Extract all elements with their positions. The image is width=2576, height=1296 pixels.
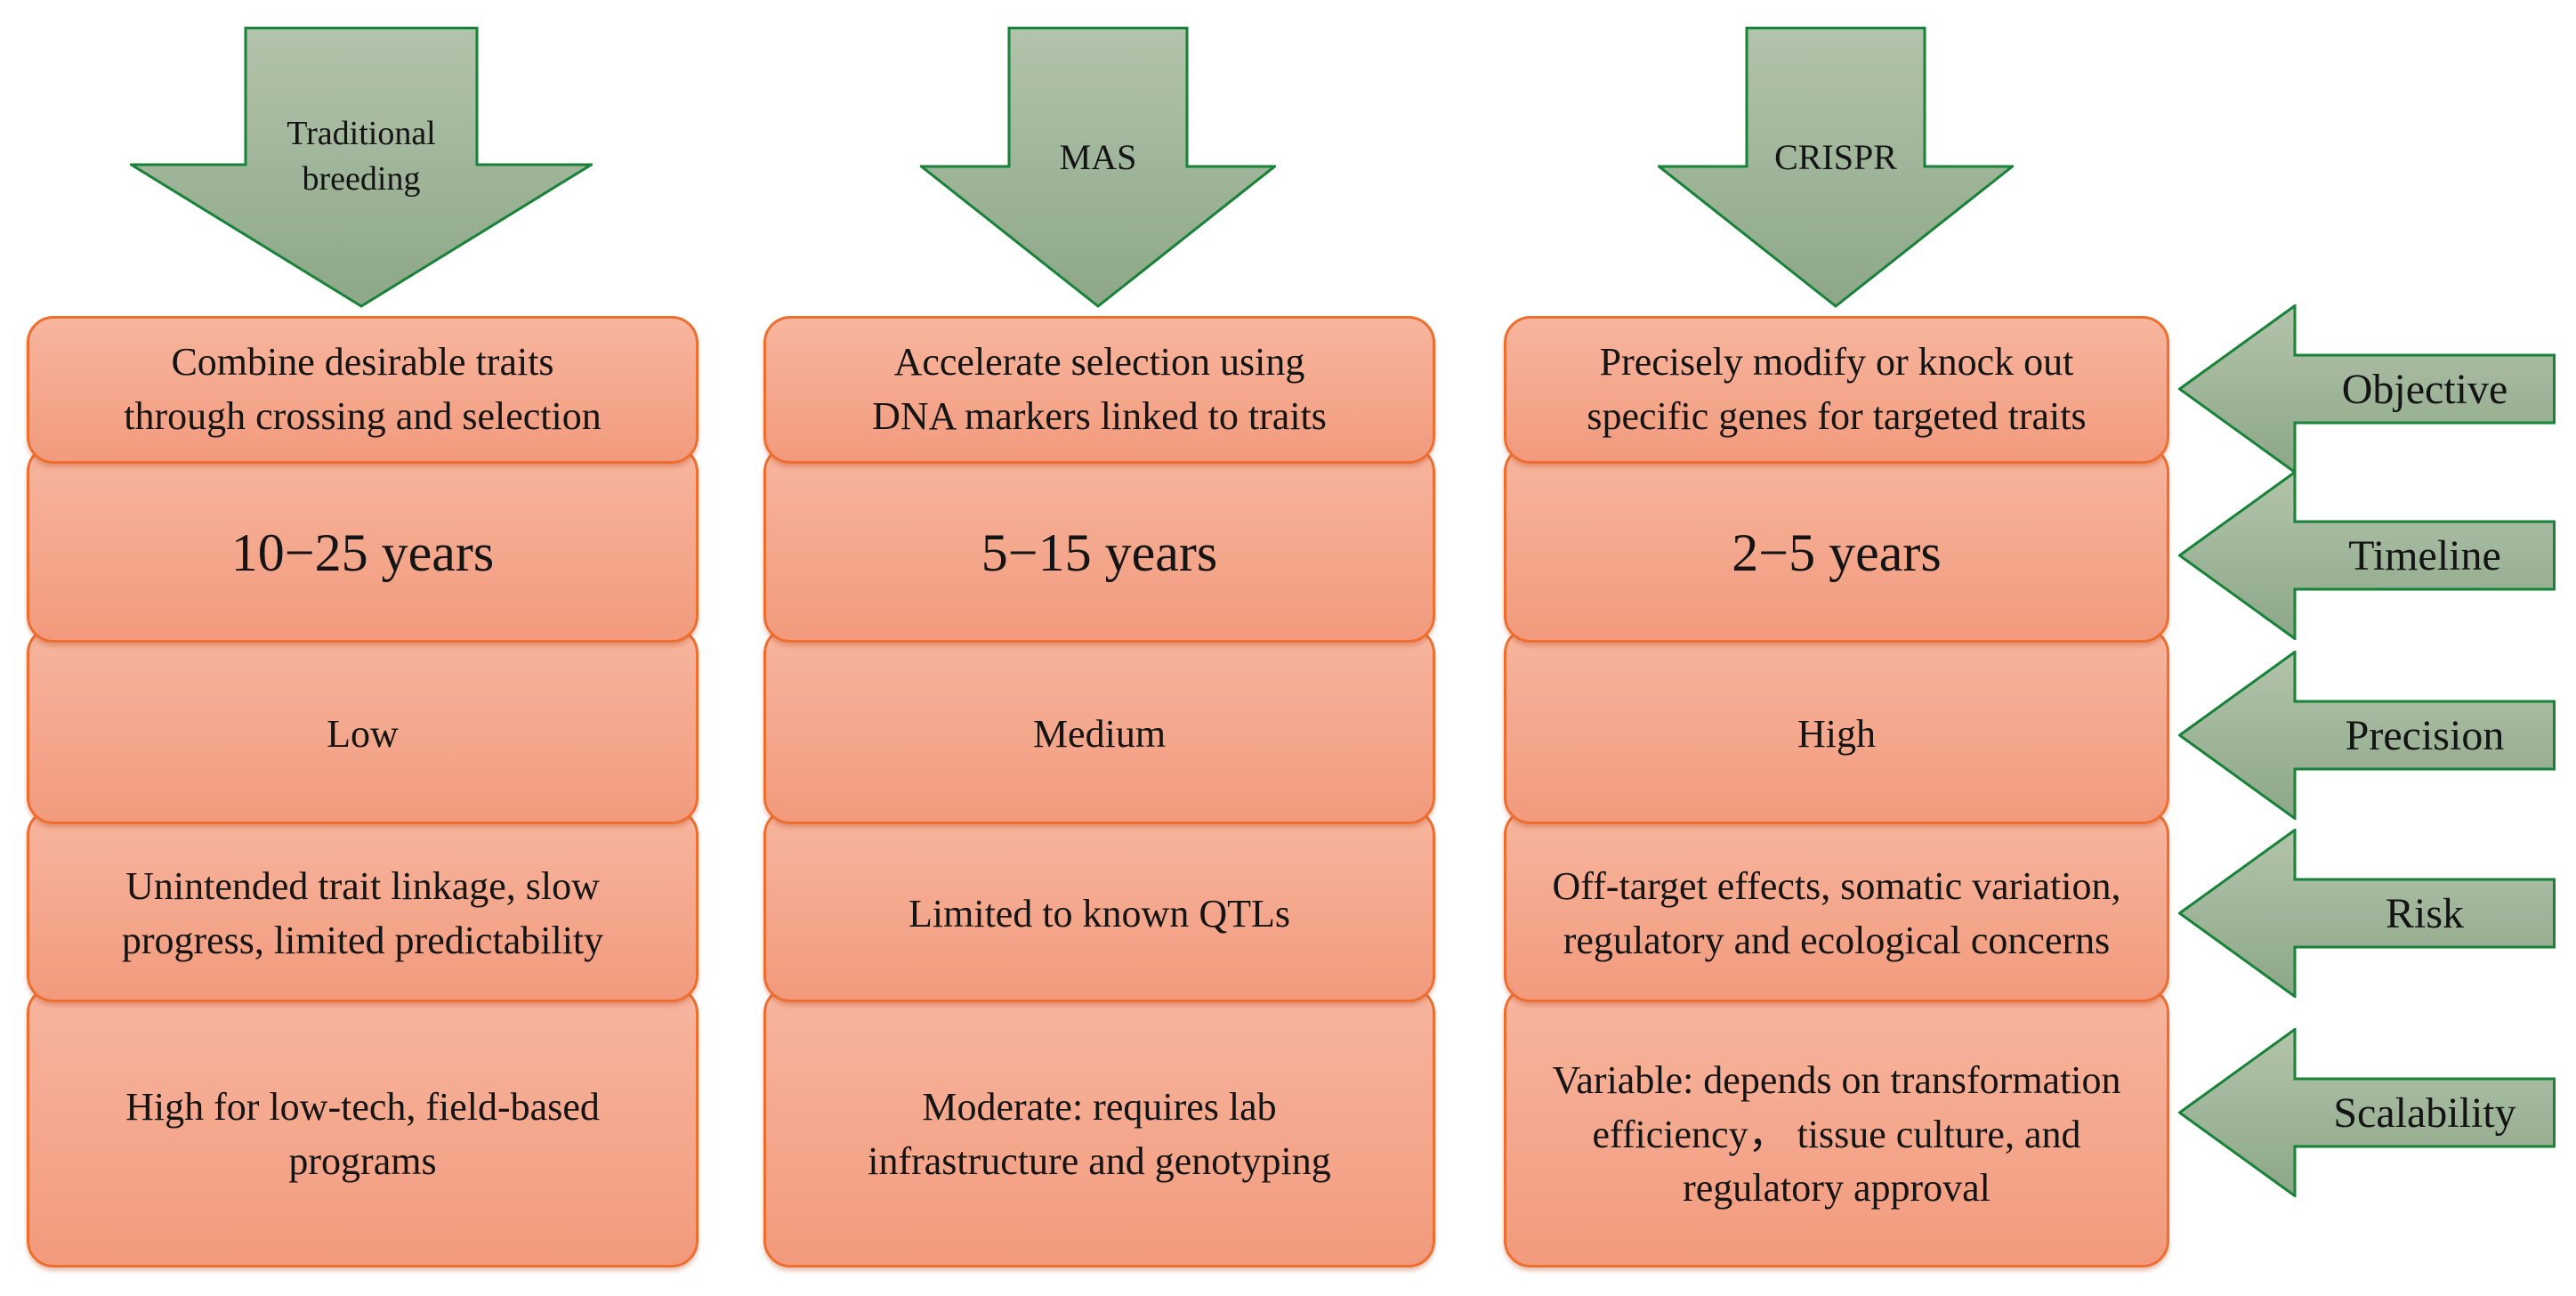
method-arrow-crispr: CRISPR bbox=[1658, 27, 2014, 308]
row-arrow-objective: Objective bbox=[2178, 304, 2556, 474]
cell-text: Low bbox=[327, 711, 399, 756]
cell-traditional-scalability: High for low-tech, field-based programs bbox=[27, 986, 699, 1268]
cell-traditional-risk: Unintended trait linkage, slow progress,… bbox=[27, 808, 699, 1002]
method-arrow-label-mas: MAS bbox=[1059, 137, 1137, 177]
cell-text: Precisely modify or knock out specific g… bbox=[1587, 340, 2087, 438]
method-arrow-mas: MAS bbox=[920, 27, 1276, 308]
cell-text: Variable: depends on transformation effi… bbox=[1552, 1057, 2121, 1211]
row-arrow-label-risk: Risk bbox=[2385, 889, 2465, 937]
row-arrow-label-precision: Precision bbox=[2345, 711, 2505, 759]
row-arrow-risk: Risk bbox=[2178, 829, 2556, 998]
cell-traditional-objective: Combine desirable traits through crossin… bbox=[27, 316, 699, 464]
method-arrow-label-traditional-breeding: Traditional breeding bbox=[287, 115, 436, 198]
row-arrow-timeline: Timeline bbox=[2178, 471, 2556, 640]
row-arrow-scalability: Scalability bbox=[2178, 1028, 2556, 1197]
row-arrow-label-objective: Objective bbox=[2341, 365, 2508, 413]
cell-text: Off-target effects, somatic variation, r… bbox=[1552, 864, 2121, 962]
cell-mas-scalability: Moderate: requires lab infrastructure an… bbox=[763, 986, 1435, 1268]
cell-crispr-timeline: 2−5 years bbox=[1504, 445, 2169, 643]
cell-text: 2−5 years bbox=[1732, 522, 1942, 582]
cell-crispr-risk: Off-target effects, somatic variation, r… bbox=[1504, 808, 2169, 1002]
cell-text: Accelerate selection using DNA markers l… bbox=[872, 340, 1327, 438]
method-arrow-label-crispr: CRISPR bbox=[1774, 137, 1897, 177]
cell-crispr-precision: High bbox=[1504, 627, 2169, 824]
cell-text: Combine desirable traits through crossin… bbox=[124, 340, 602, 438]
left-arrow-icon bbox=[2178, 651, 2556, 820]
down-arrow-icon bbox=[130, 27, 593, 308]
row-arrow-label-scalability: Scalability bbox=[2333, 1089, 2516, 1137]
cell-text: Medium bbox=[1032, 711, 1167, 756]
left-arrow-icon bbox=[2178, 829, 2556, 998]
cell-mas-risk: Limited to known QTLs bbox=[763, 808, 1435, 1002]
left-arrow-icon bbox=[2178, 1028, 2556, 1197]
down-arrow-icon bbox=[1658, 27, 2014, 308]
left-arrow-icon bbox=[2178, 471, 2556, 640]
cell-mas-objective: Accelerate selection using DNA markers l… bbox=[763, 316, 1435, 464]
cell-text: 10−25 years bbox=[230, 522, 495, 582]
cell-text: Limited to known QTLs bbox=[908, 891, 1290, 936]
cell-text: Moderate: requires lab infrastructure an… bbox=[868, 1085, 1331, 1183]
cell-text: Unintended trait linkage, slow progress,… bbox=[121, 864, 604, 962]
row-arrow-label-timeline: Timeline bbox=[2348, 531, 2501, 579]
cell-traditional-precision: Low bbox=[27, 627, 699, 824]
left-arrow-icon bbox=[2178, 304, 2556, 474]
cell-text: High bbox=[1797, 711, 1876, 756]
cell-crispr-objective: Precisely modify or knock out specific g… bbox=[1504, 316, 2169, 464]
cell-mas-timeline: 5−15 years bbox=[763, 445, 1435, 643]
method-arrow-traditional-breeding: Traditional breeding bbox=[130, 27, 593, 308]
cell-crispr-scalability: Variable: depends on transformation effi… bbox=[1504, 986, 2169, 1268]
cell-traditional-timeline: 10−25 years bbox=[27, 445, 699, 643]
cell-text: 5−15 years bbox=[981, 522, 1218, 582]
down-arrow-icon bbox=[920, 27, 1276, 308]
cell-text: High for low-tech, field-based programs bbox=[125, 1085, 600, 1183]
row-arrow-precision: Precision bbox=[2178, 651, 2556, 820]
cell-mas-precision: Medium bbox=[763, 627, 1435, 824]
